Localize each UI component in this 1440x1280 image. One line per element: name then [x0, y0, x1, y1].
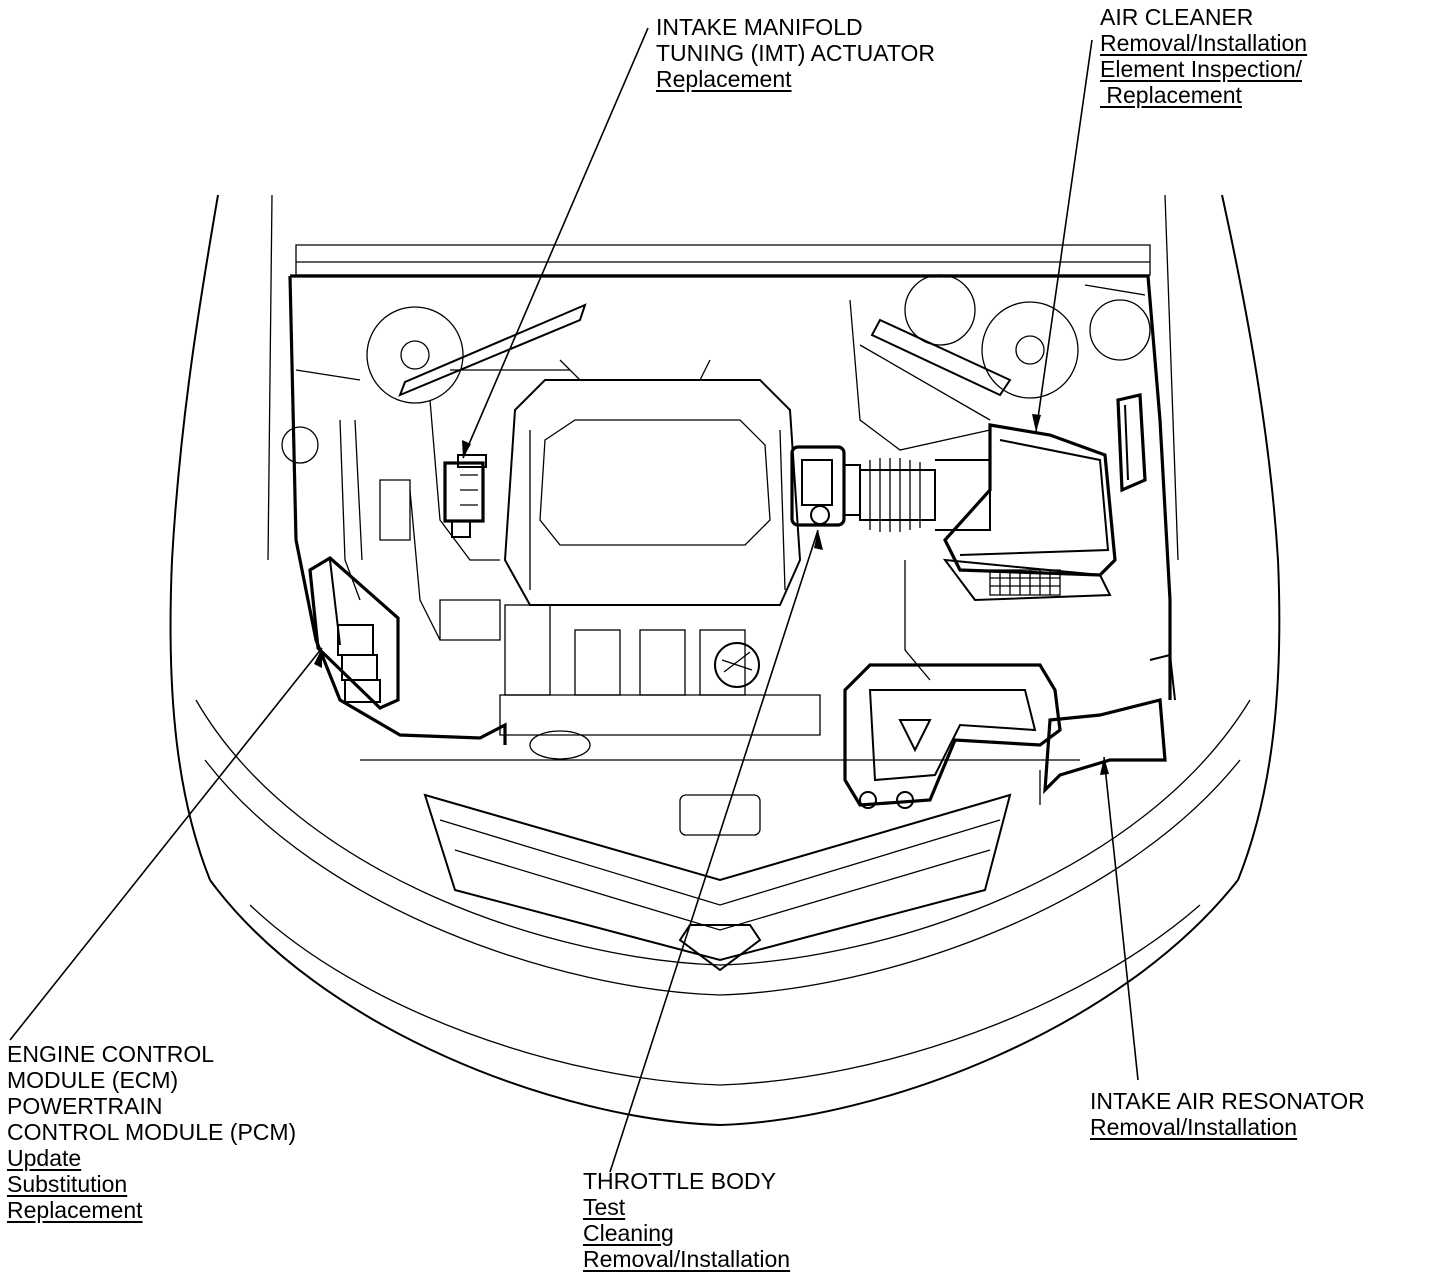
cowl-panel [295, 244, 1151, 276]
intake-runner-1 [504, 604, 551, 696]
resonator-title: INTAKE AIR RESONATOR [1090, 1088, 1365, 1114]
bumper-outline [209, 879, 1239, 1127]
air-cleaner-callout: AIR CLEANER Removal/Installation Element… [1100, 4, 1307, 108]
throttle-body-test-link[interactable]: Test [583, 1194, 626, 1220]
intake-runner-3 [639, 629, 686, 696]
air-cleaner-removal-link[interactable]: Removal/Installation [1100, 30, 1308, 56]
imt-title-line-1: INTAKE MANIFOLD [656, 14, 863, 40]
ecm-module [308, 556, 400, 710]
intake-runner-4 [699, 629, 746, 696]
imt-title-line-2: TUNING (IMT) ACTUATOR [656, 40, 935, 66]
ecm-title-line-4: CONTROL MODULE (PCM) [7, 1119, 297, 1145]
air-cleaner-leader [1035, 39, 1093, 433]
emblem [678, 924, 762, 972]
ecm-title-line-1: ENGINE CONTROL [7, 1041, 215, 1067]
ecm-substitution-link[interactable]: Substitution [7, 1171, 128, 1197]
resonator-leader [1103, 756, 1139, 1081]
intake-air-resonator [843, 653, 1176, 809]
throttle-body [790, 445, 861, 527]
air-cleaner-box [942, 393, 1147, 602]
intake-runner-2 [574, 629, 621, 696]
ecm-leader [9, 647, 323, 1041]
throttle-body-removal-link[interactable]: Removal/Installation [583, 1246, 791, 1272]
air-cleaner-replacement-link[interactable]: Replacement [1100, 82, 1242, 108]
leader-lines [9, 27, 1139, 1173]
resonator-callout: INTAKE AIR RESONATOR Removal/Installatio… [1090, 1088, 1365, 1140]
oil-filler-cap [714, 642, 760, 688]
grille-outline [423, 793, 1012, 962]
left-fender-outline [169, 194, 219, 881]
ecm-title-line-2: MODULE (ECM) [7, 1067, 179, 1093]
throttle-body-callout: THROTTLE BODY Test Cleaning Removal/Inst… [583, 1168, 790, 1272]
resonator-removal-link[interactable]: Removal/Installation [1090, 1114, 1298, 1140]
ecm-callout: ENGINE CONTROL MODULE (ECM) POWERTRAIN C… [7, 1041, 296, 1223]
engine-cover [503, 379, 802, 606]
intake-boot [859, 458, 991, 532]
ecm-title-line-3: POWERTRAIN [7, 1093, 163, 1119]
imt-leader [462, 27, 649, 459]
throttle-leader [609, 529, 819, 1173]
throttle-body-title: THROTTLE BODY [583, 1168, 776, 1194]
right-fender-outline [1221, 194, 1281, 881]
imt-actuator [443, 454, 487, 538]
ecm-update-link[interactable]: Update [7, 1145, 82, 1171]
imt-replacement-link[interactable]: Replacement [656, 66, 792, 92]
throttle-body-cleaning-link[interactable]: Cleaning [583, 1220, 674, 1246]
engine-bay-outline [290, 274, 1172, 700]
air-cleaner-element-inspection-link[interactable]: Element Inspection/ [1100, 56, 1303, 82]
bumper-lower-line [249, 904, 1201, 1086]
imt-callout: INTAKE MANIFOLD TUNING (IMT) ACTUATOR Re… [656, 14, 935, 92]
ecm-replacement-link[interactable]: Replacement [7, 1197, 143, 1223]
air-cleaner-title: AIR CLEANER [1100, 4, 1254, 30]
